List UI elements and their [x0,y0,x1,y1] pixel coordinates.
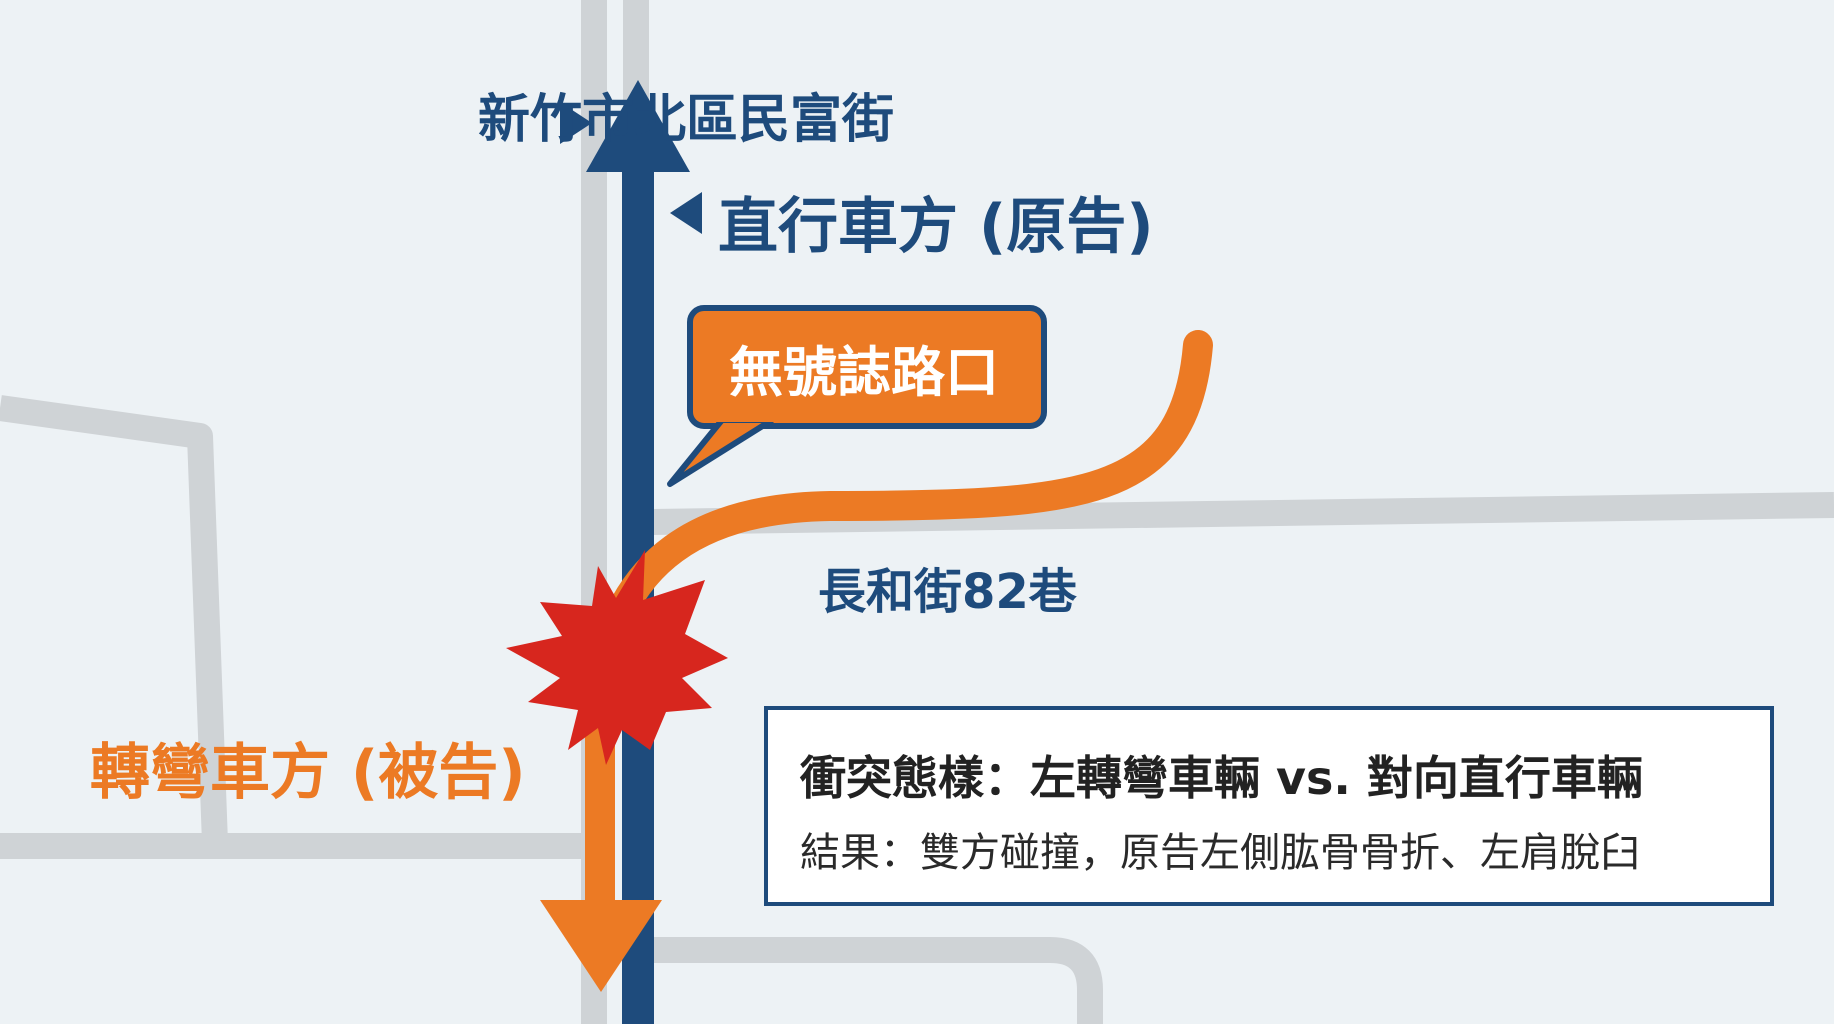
intersection-callout-bubble [667,305,1047,487]
turning-vehicle-label: 轉彎車方 (被告) [90,738,526,808]
turning-arrow-head [540,900,662,992]
street-name-changhe: 長和街82巷 [818,564,1077,620]
conflict-result-text: 結果：雙方碰撞，原告左側肱骨骨折、左肩脫臼 [800,830,1640,876]
street-pointer-icon [560,102,592,144]
through-vehicle-label: 直行車方 (原告) [718,192,1154,262]
callout-bubble-tail [667,417,775,487]
collision-burst-icon [506,550,728,765]
through-label-pointer-icon [670,192,702,234]
through-arrow-head [586,80,690,172]
conflict-info-box: 衝突態樣：左轉彎車輛 vs. 對向直行車輛 結果：雙方碰撞，原告左側肱骨骨折、左… [764,706,1774,906]
street-name-minfu: 新竹市北區民富街 [478,90,895,150]
callout-bubble-body [687,305,1047,429]
road-west-block [0,395,228,844]
callout-tail-mask [714,412,778,422]
conflict-type-title: 衝突態樣：左轉彎車輛 vs. 對向直行車輛 [800,751,1643,805]
intersection-callout-text: 無號誌路口 [729,341,999,404]
road-south-east [652,937,1103,1024]
